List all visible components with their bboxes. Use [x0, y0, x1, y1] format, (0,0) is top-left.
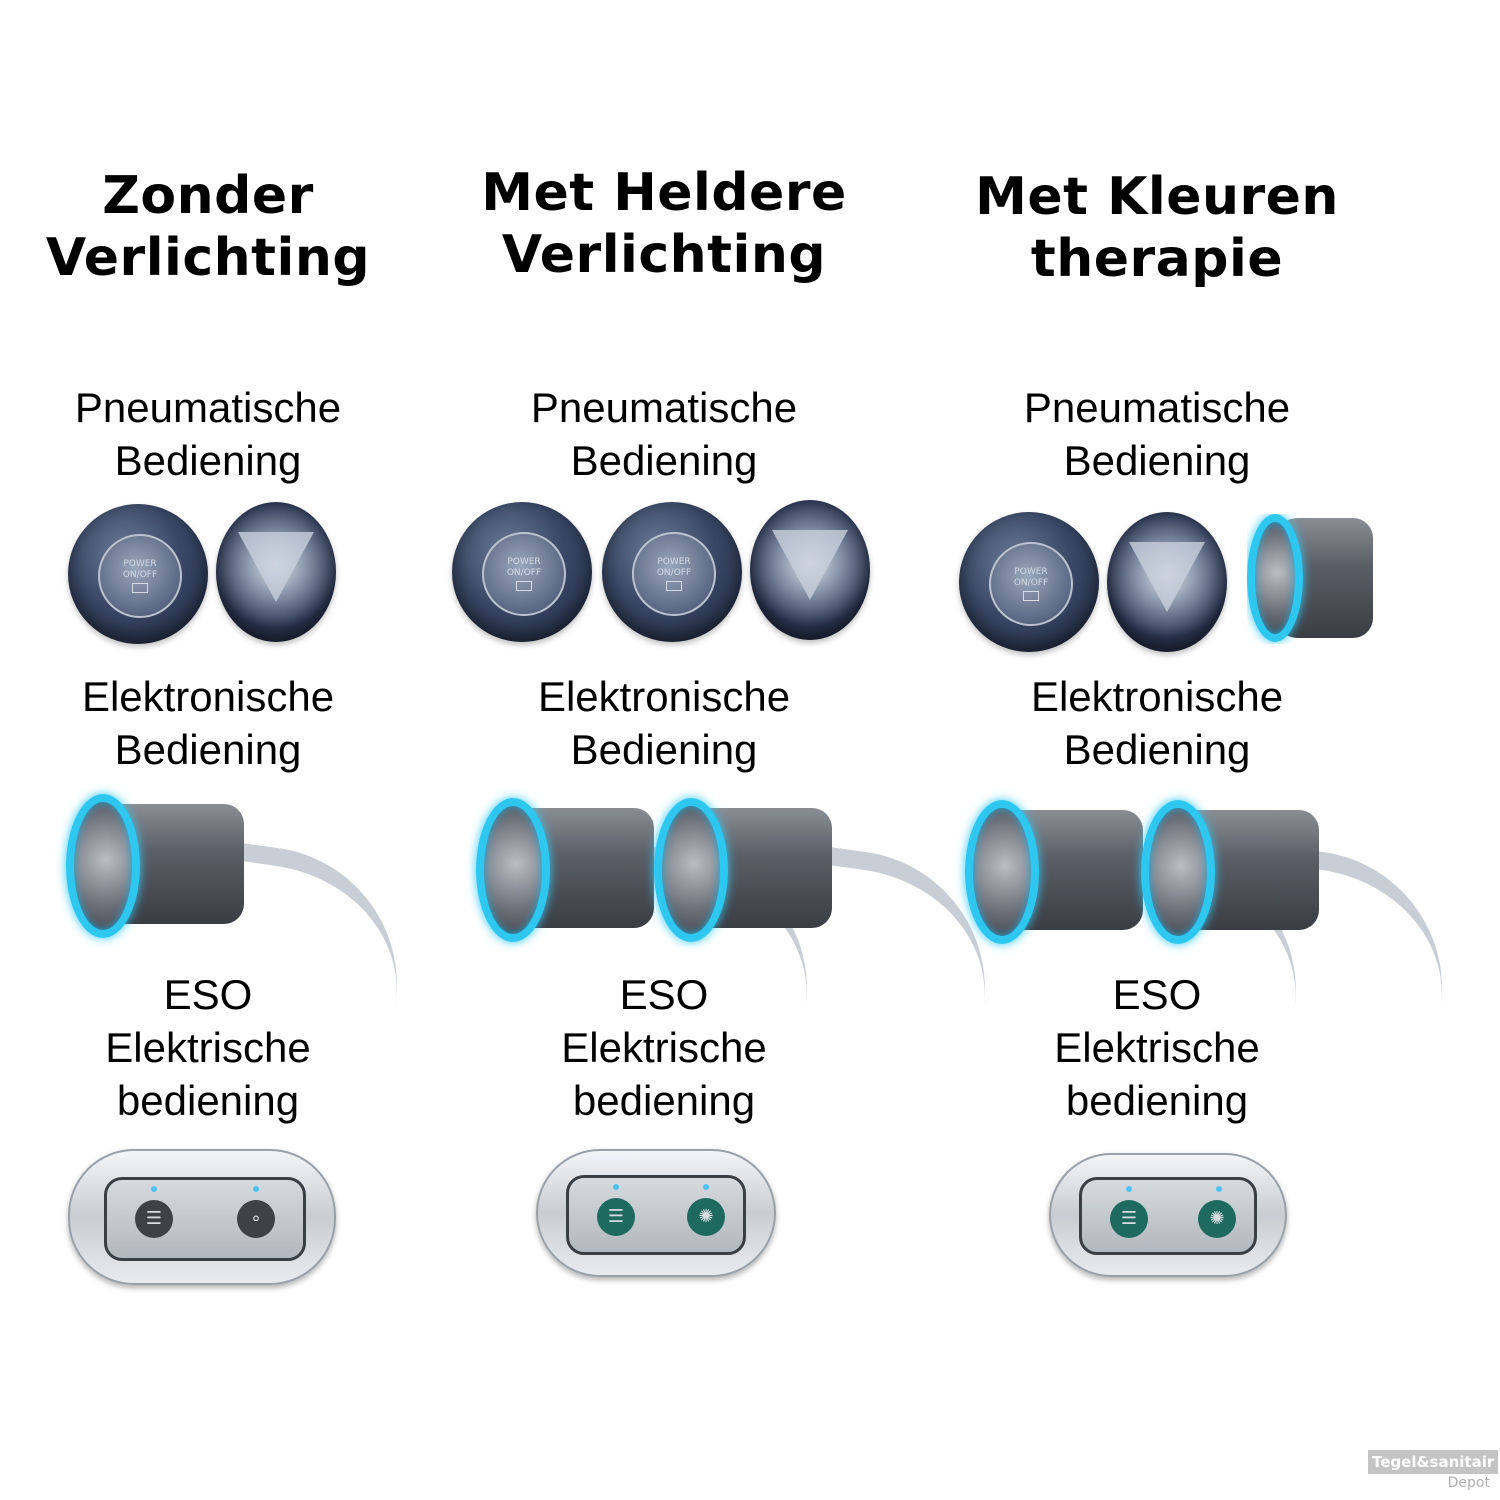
- eso-label: ESO Elektrische bediening: [561, 971, 767, 1124]
- led-ring-icon: [1247, 514, 1303, 642]
- pneumatic-label: Pneumatische Bediening: [530, 384, 798, 484]
- status-led: [253, 1186, 259, 1192]
- battery-icon: [132, 583, 148, 593]
- pneumatic-knob: [1107, 512, 1227, 652]
- triangle-knob-icon: [772, 530, 848, 600]
- electronic-label: Elektronische Bediening: [537, 673, 791, 773]
- eso-control-plate: ☰ ✺: [536, 1149, 776, 1277]
- led-push-button: [1247, 514, 1375, 644]
- pneumatic-knob: [216, 502, 336, 642]
- electronic-devices: [907, 790, 1460, 1010]
- led-ring-icon: [66, 794, 140, 938]
- light-bulb-icon: ✺: [1198, 1200, 1236, 1238]
- pneumatic-power-button: POWER ON/OFF: [452, 502, 592, 642]
- led-ring-icon: [965, 800, 1039, 944]
- column-heading: Met Kleuren therapie: [975, 167, 1339, 289]
- electronic-devices: [414, 790, 1003, 1008]
- pneumatic-devices: POWER ON/OFF POWER ON/OFF: [414, 498, 914, 648]
- shower-jets-icon: ☰: [1110, 1200, 1148, 1238]
- battery-icon: [1023, 591, 1039, 601]
- pneumatic-knob: [750, 500, 870, 640]
- electronic-label: Elektronische Bediening: [81, 673, 335, 773]
- column-met-heldere-verlichting: Met Heldere Verlichting Pneumatische Bed…: [414, 0, 1003, 1500]
- battery-icon: [516, 581, 532, 591]
- status-led: [613, 1184, 619, 1190]
- led-push-button: [66, 794, 415, 1004]
- eso-control-plate: ☰ ∘: [68, 1149, 336, 1285]
- pneumatic-devices: POWER ON/OFF: [907, 498, 1407, 652]
- eso-devices: ☰ ✺: [414, 1143, 914, 1293]
- eso-label: ESO Elektrische bediening: [1054, 971, 1260, 1124]
- column-heading: Zonder Verlichting: [45, 166, 371, 288]
- eso-devices: ☰ ✺: [907, 1143, 1407, 1293]
- status-led: [703, 1184, 709, 1190]
- column-heading: Met Heldere Verlichting: [481, 163, 847, 285]
- column-zonder-verlichting: Zonder Verlichting Pneumatische Bedienin…: [0, 0, 458, 1500]
- status-led: [151, 1186, 157, 1192]
- light-bulb-icon: ✺: [687, 1198, 725, 1236]
- led-push-button: [965, 800, 1314, 1010]
- eso-devices: ☰ ∘: [0, 1143, 458, 1293]
- eso-label: ESO Elektrische bediening: [105, 971, 311, 1124]
- watermark-logo: Tegel&sanitair Depot: [1368, 1450, 1498, 1498]
- air-bubbles-icon: ∘: [237, 1200, 275, 1238]
- led-ring-icon: [1141, 800, 1215, 944]
- led-push-button: [654, 798, 1003, 1008]
- pneumatic-power-button: POWER ON/OFF: [959, 512, 1099, 652]
- pneumatic-devices: POWER ON/OFF: [0, 498, 458, 648]
- led-ring-icon: [476, 798, 550, 942]
- led-push-button: [1141, 800, 1460, 1008]
- pneumatic-power-button: POWER ON/OFF: [68, 504, 208, 644]
- battery-icon: [666, 581, 682, 591]
- status-led: [1216, 1186, 1222, 1192]
- electronic-label: Elektronische Bediening: [1030, 673, 1284, 773]
- led-ring-icon: [654, 798, 728, 942]
- pneumatic-label: Pneumatische Bediening: [74, 384, 342, 484]
- pneumatic-power-button: POWER ON/OFF: [602, 502, 742, 642]
- triangle-knob-icon: [238, 532, 314, 602]
- column-met-kleuren-therapie: Met Kleuren therapie Pneumatische Bedien…: [907, 0, 1460, 1500]
- shower-jets-icon: ☰: [597, 1198, 635, 1236]
- shower-jets-icon: ☰: [135, 1200, 173, 1238]
- status-led: [1126, 1186, 1132, 1192]
- pneumatic-label: Pneumatische Bediening: [1023, 384, 1291, 484]
- led-push-button: [476, 798, 825, 1008]
- triangle-knob-icon: [1129, 542, 1205, 612]
- electronic-devices: [0, 790, 458, 1004]
- eso-control-plate: ☰ ✺: [1049, 1153, 1287, 1277]
